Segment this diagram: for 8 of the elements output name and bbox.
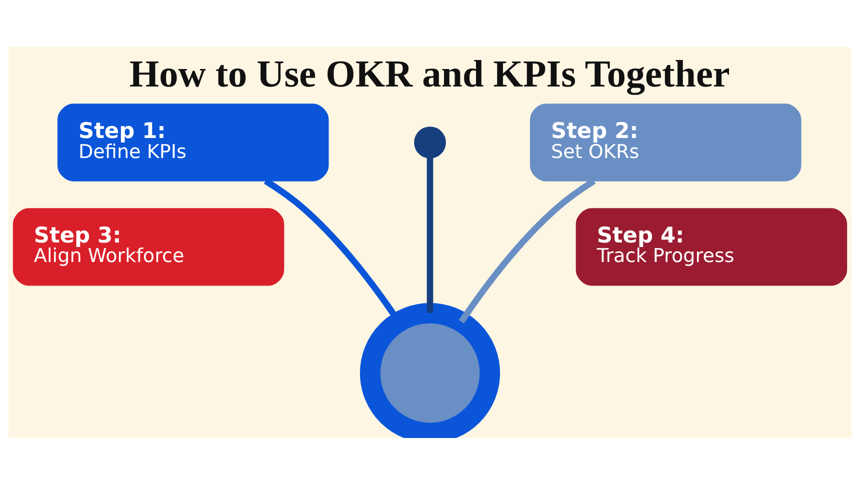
node-box: Step 3: Align Workforce — [12, 208, 284, 286]
node-circle — [414, 126, 446, 158]
connector — [426, 158, 434, 312]
node-box: Step 4: Track Progress — [576, 208, 848, 286]
diagram-title: How to Use OKR and KPIs Together — [129, 52, 730, 95]
node-circle — [360, 302, 500, 438]
node-box: Step 1: Define KPIs — [57, 103, 329, 181]
node-box: Step 2: Set OKRs — [530, 103, 802, 181]
